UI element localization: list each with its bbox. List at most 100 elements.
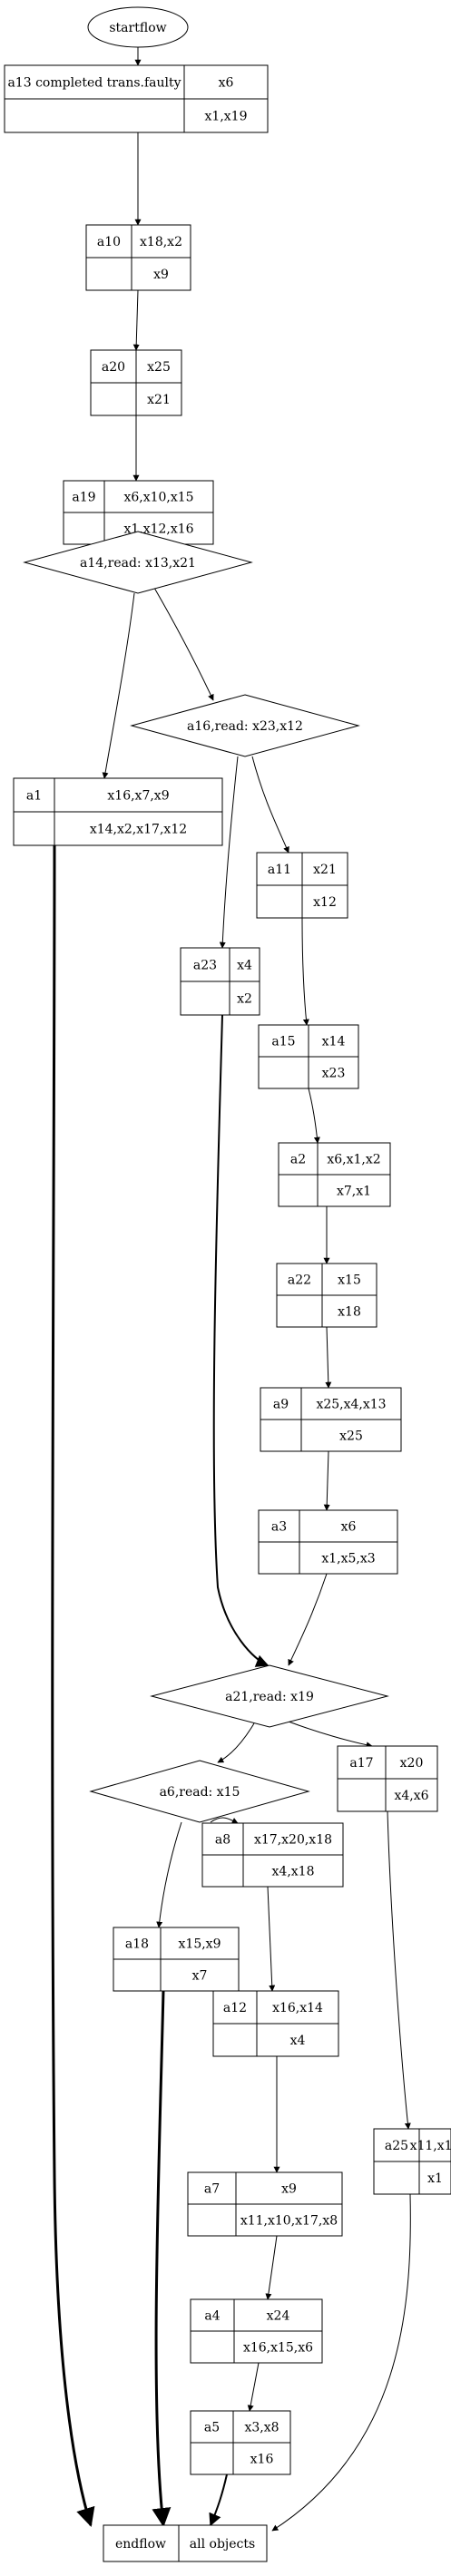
decision-a21: a21,read: x19 (150, 1664, 389, 1728)
edge (153, 587, 214, 701)
node-reads: x21 (147, 393, 171, 407)
decision-label: a16,read: x23,x12 (187, 719, 303, 734)
node-writes: x6,x10,x15 (123, 491, 193, 505)
node-writes: x14 (322, 1035, 346, 1049)
node-writes: x3,x8 (244, 2421, 279, 2435)
node-writes: x25,x4,x13 (316, 1398, 386, 1412)
decision-label: a21,read: x19 (225, 1690, 314, 1704)
node-label: a2 (290, 1153, 306, 1167)
node-label: a20 (102, 360, 125, 375)
node-a9: a9 x25,x4,x13 x25 (260, 1387, 402, 1452)
node-label: a23 (193, 959, 217, 973)
node-reads: x14,x2,x17,x12 (90, 823, 187, 837)
end-right-label: all objects (190, 2537, 255, 2552)
start-node: startflow (87, 6, 189, 48)
edge (132, 289, 140, 351)
node-writes: x6 (341, 1520, 357, 1535)
node-writes: x16,x14 (272, 2001, 323, 2015)
node-writes: x17,x20,x18 (254, 1833, 332, 1848)
node-a23: a23 x4 x2 (180, 947, 260, 1016)
node-reads: x12 (313, 895, 337, 910)
node-writes: x15,x9 (179, 1937, 221, 1952)
node-label: a1 (26, 789, 42, 804)
node-label: a4 (204, 2309, 220, 2324)
edge (251, 756, 289, 854)
node-writes: x9 (281, 2182, 297, 2197)
node-a8: a8 x17,x20,x18 x4,x18 (201, 1822, 344, 1888)
edge (288, 1573, 328, 1666)
node-reads: x18 (338, 1305, 361, 1320)
edge (217, 1722, 255, 1763)
edge (308, 1088, 320, 1144)
edge (265, 2235, 278, 2300)
node-label: a19 (72, 491, 95, 505)
node-reads: x1 (427, 2171, 443, 2186)
edge (212, 1014, 270, 1667)
decision-a6: a6,read: x15 (89, 1760, 310, 1823)
node-writes: x20 (400, 1756, 424, 1771)
edge (210, 1817, 239, 1824)
decision-nodes: a14,read: x13,x21 a16,read: x23,x12 a21,re… (23, 531, 389, 1823)
node-label: a5 (204, 2421, 220, 2435)
end-left-label: endflow (115, 2537, 166, 2552)
node-label: a8 (215, 1833, 230, 1848)
node-a7: a7 x9 x11,x10,x17,x8 (187, 2171, 343, 2237)
edge (323, 1450, 330, 1511)
edge (156, 1821, 182, 1928)
node-writes: x6,x1,x2 (327, 1153, 380, 1167)
node-reads: x2 (237, 992, 252, 1007)
node-label: a3 (271, 1520, 287, 1535)
node-reads: x4,x18 (272, 1865, 315, 1879)
node-reads: x4 (290, 2034, 306, 2048)
edge (325, 1326, 332, 1389)
node-writes: x4 (237, 959, 252, 973)
node-label: a12 (223, 2001, 247, 2015)
end-node: endflow all objects (103, 2524, 268, 2562)
decision-label: a14,read: x13,x21 (80, 556, 196, 571)
node-label: a9 (273, 1398, 289, 1412)
edge (271, 2193, 411, 2532)
edge (102, 592, 135, 779)
node-writes: x6 (219, 76, 234, 91)
edge (247, 2362, 260, 2412)
node-reads: x25 (339, 1429, 363, 1444)
edge (152, 1990, 172, 2528)
edge (301, 917, 309, 1026)
edge (219, 756, 239, 949)
node-label: a17 (349, 1756, 373, 1771)
edge (209, 2474, 228, 2527)
edge (51, 844, 95, 2528)
node-writes: x18,x2 (140, 235, 182, 249)
node-label: a25 (385, 2139, 408, 2153)
node-reads: x1,x19 (205, 110, 248, 124)
edge (387, 1810, 411, 2130)
node-label: a15 (271, 1035, 295, 1049)
node-label: a7 (204, 2182, 220, 2197)
start-label: startflow (109, 21, 166, 35)
node-writes: x16,x7,x9 (107, 789, 169, 804)
node-writes: x24 (267, 2309, 290, 2324)
decision-a16: a16,read: x23,x12 (130, 694, 360, 757)
node-reads: x7 (192, 1969, 208, 1984)
node-reads: x11,x10,x17,x8 (240, 2214, 338, 2229)
node-a1: a1 x16,x7,x9 x14,x2,x17,x12 (13, 777, 223, 846)
node-reads: x9 (153, 268, 169, 282)
edge (288, 1721, 373, 1749)
node-label: a11 (268, 863, 291, 877)
